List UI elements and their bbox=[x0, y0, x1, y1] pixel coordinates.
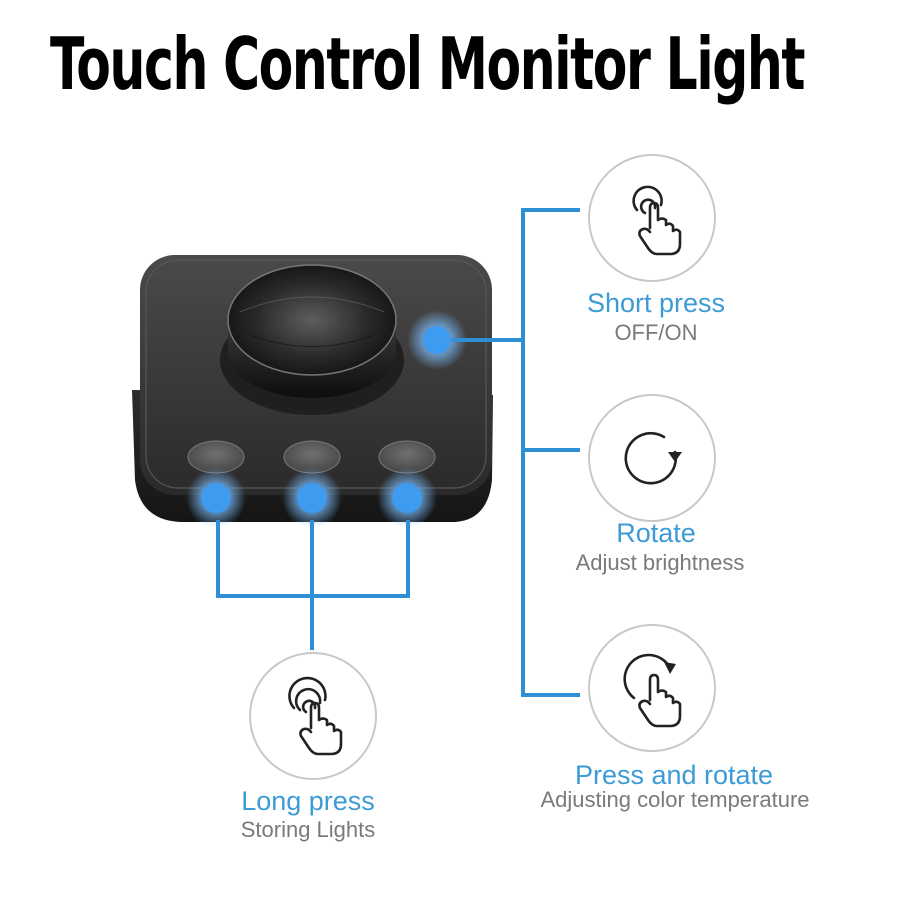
indicator-right bbox=[377, 468, 437, 528]
press-rotate-subtitle: Adjusting color temperature bbox=[540, 787, 810, 812]
tap-hand-icon bbox=[632, 185, 682, 256]
short-press-icon-circle bbox=[588, 154, 716, 282]
rotate-arrow-icon bbox=[624, 431, 682, 485]
page-title: Touch Control Monitor Light bbox=[50, 22, 805, 106]
long-press-subtitle: Storing Lights bbox=[240, 817, 376, 842]
connector-lines bbox=[216, 208, 580, 697]
indicator-left bbox=[186, 468, 246, 528]
indicator-knob bbox=[407, 310, 467, 370]
short-press-subtitle: OFF/ON bbox=[614, 320, 698, 345]
indicator-center bbox=[282, 468, 342, 528]
short-press-title: Short press bbox=[586, 288, 726, 318]
controller-device bbox=[132, 255, 493, 528]
rotary-knob[interactable] bbox=[220, 264, 404, 415]
press-rotate-hand-icon bbox=[623, 653, 682, 728]
rotate-subtitle: Adjust brightness bbox=[575, 550, 745, 575]
rotate-icon-circle bbox=[588, 394, 716, 522]
long-press-title: Long press bbox=[241, 786, 375, 816]
connector-right-bracket bbox=[521, 208, 580, 697]
press-rotate-icon-circle bbox=[588, 624, 716, 752]
long-press-icon-circle bbox=[249, 652, 377, 780]
long-press-hand-icon bbox=[288, 676, 343, 756]
rotate-title: Rotate bbox=[616, 518, 696, 548]
press-rotate-title: Press and rotate bbox=[574, 760, 774, 790]
